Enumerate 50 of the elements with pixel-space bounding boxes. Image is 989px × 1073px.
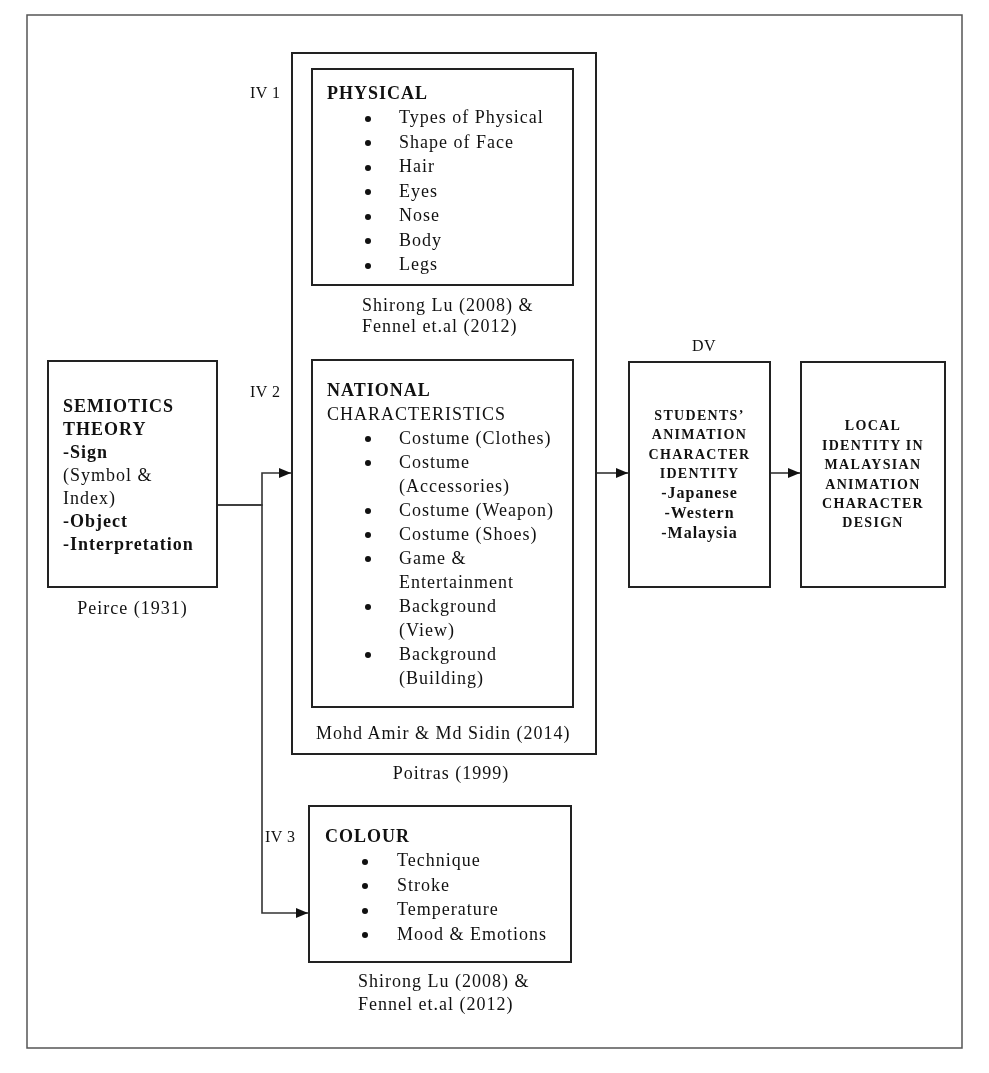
list-item: Stroke: [397, 873, 451, 897]
list-item: Game & Entertainment: [399, 547, 515, 594]
box-heading: PHYSICAL: [327, 81, 429, 105]
list-item: Technique: [397, 849, 482, 873]
list-item: Nose: [399, 204, 441, 228]
list-item: Temperature: [397, 898, 500, 922]
list-item: Body: [399, 228, 443, 252]
citation-text: Shirong Lu (2008) & Fennel et.al (2012): [358, 970, 531, 1016]
citation-text: Poitras (1999): [391, 762, 511, 785]
arrow: [770, 468, 801, 478]
arrow: [596, 468, 629, 478]
box-heading: SEMIOTICS THEORY: [63, 394, 176, 441]
box-heading: COLOUR: [325, 824, 411, 848]
variable-label: IV 1: [250, 83, 282, 103]
category-box: [311, 68, 574, 286]
outcome-box: [628, 361, 771, 588]
list-item: Costume (Weapon): [399, 499, 556, 522]
citation-text: Peirce (1931): [76, 597, 189, 620]
body-text: -Object: [63, 509, 129, 533]
citation-text: Mohd Amir & Md Sidin (2014): [316, 722, 572, 745]
category-box: [308, 805, 572, 963]
arrow: [217, 504, 309, 918]
body-text: -Western: [663, 503, 736, 524]
list-item: Hair: [399, 155, 436, 179]
body-text: (Symbol & Index): [63, 463, 154, 510]
box-heading: STUDENTS’ ANIMATION CHARACTER IDENTITY: [647, 406, 752, 483]
list-item: Background (View): [399, 595, 498, 642]
body-text: -Interpretation: [63, 532, 195, 556]
variable-label: IV 3: [265, 827, 297, 847]
list-item: Mood & Emotions: [397, 922, 548, 946]
body-text: -Japanese: [660, 483, 739, 504]
variable-label: DV: [690, 336, 718, 356]
theory-box: [47, 360, 218, 588]
citation-text: Shirong Lu (2008) & Fennel et.al (2012): [362, 295, 535, 337]
body-text: -Sign: [63, 440, 110, 464]
list-item: Costume (Shoes): [399, 523, 539, 546]
list-item: Legs: [399, 253, 439, 277]
box-heading: NATIONAL CHARACTERISTICS: [327, 379, 508, 426]
variable-label: IV 2: [250, 382, 282, 402]
list-item: Shape of Face: [399, 130, 515, 154]
result-box: [800, 361, 946, 588]
list-item: Costume (Clothes): [399, 427, 553, 450]
list-item: Background (Building): [399, 643, 498, 690]
body-text: -Malaysia: [660, 523, 739, 544]
list-item: Costume (Accessories): [399, 451, 511, 498]
category-box: [311, 359, 574, 708]
list-item: Eyes: [399, 179, 439, 203]
list-item: Types of Physical: [399, 106, 545, 130]
group-box: [291, 52, 597, 755]
box-heading: LOCAL IDENTITY IN MALAYSIAN ANIMATION CHARACTER DESIGN: [820, 417, 926, 533]
